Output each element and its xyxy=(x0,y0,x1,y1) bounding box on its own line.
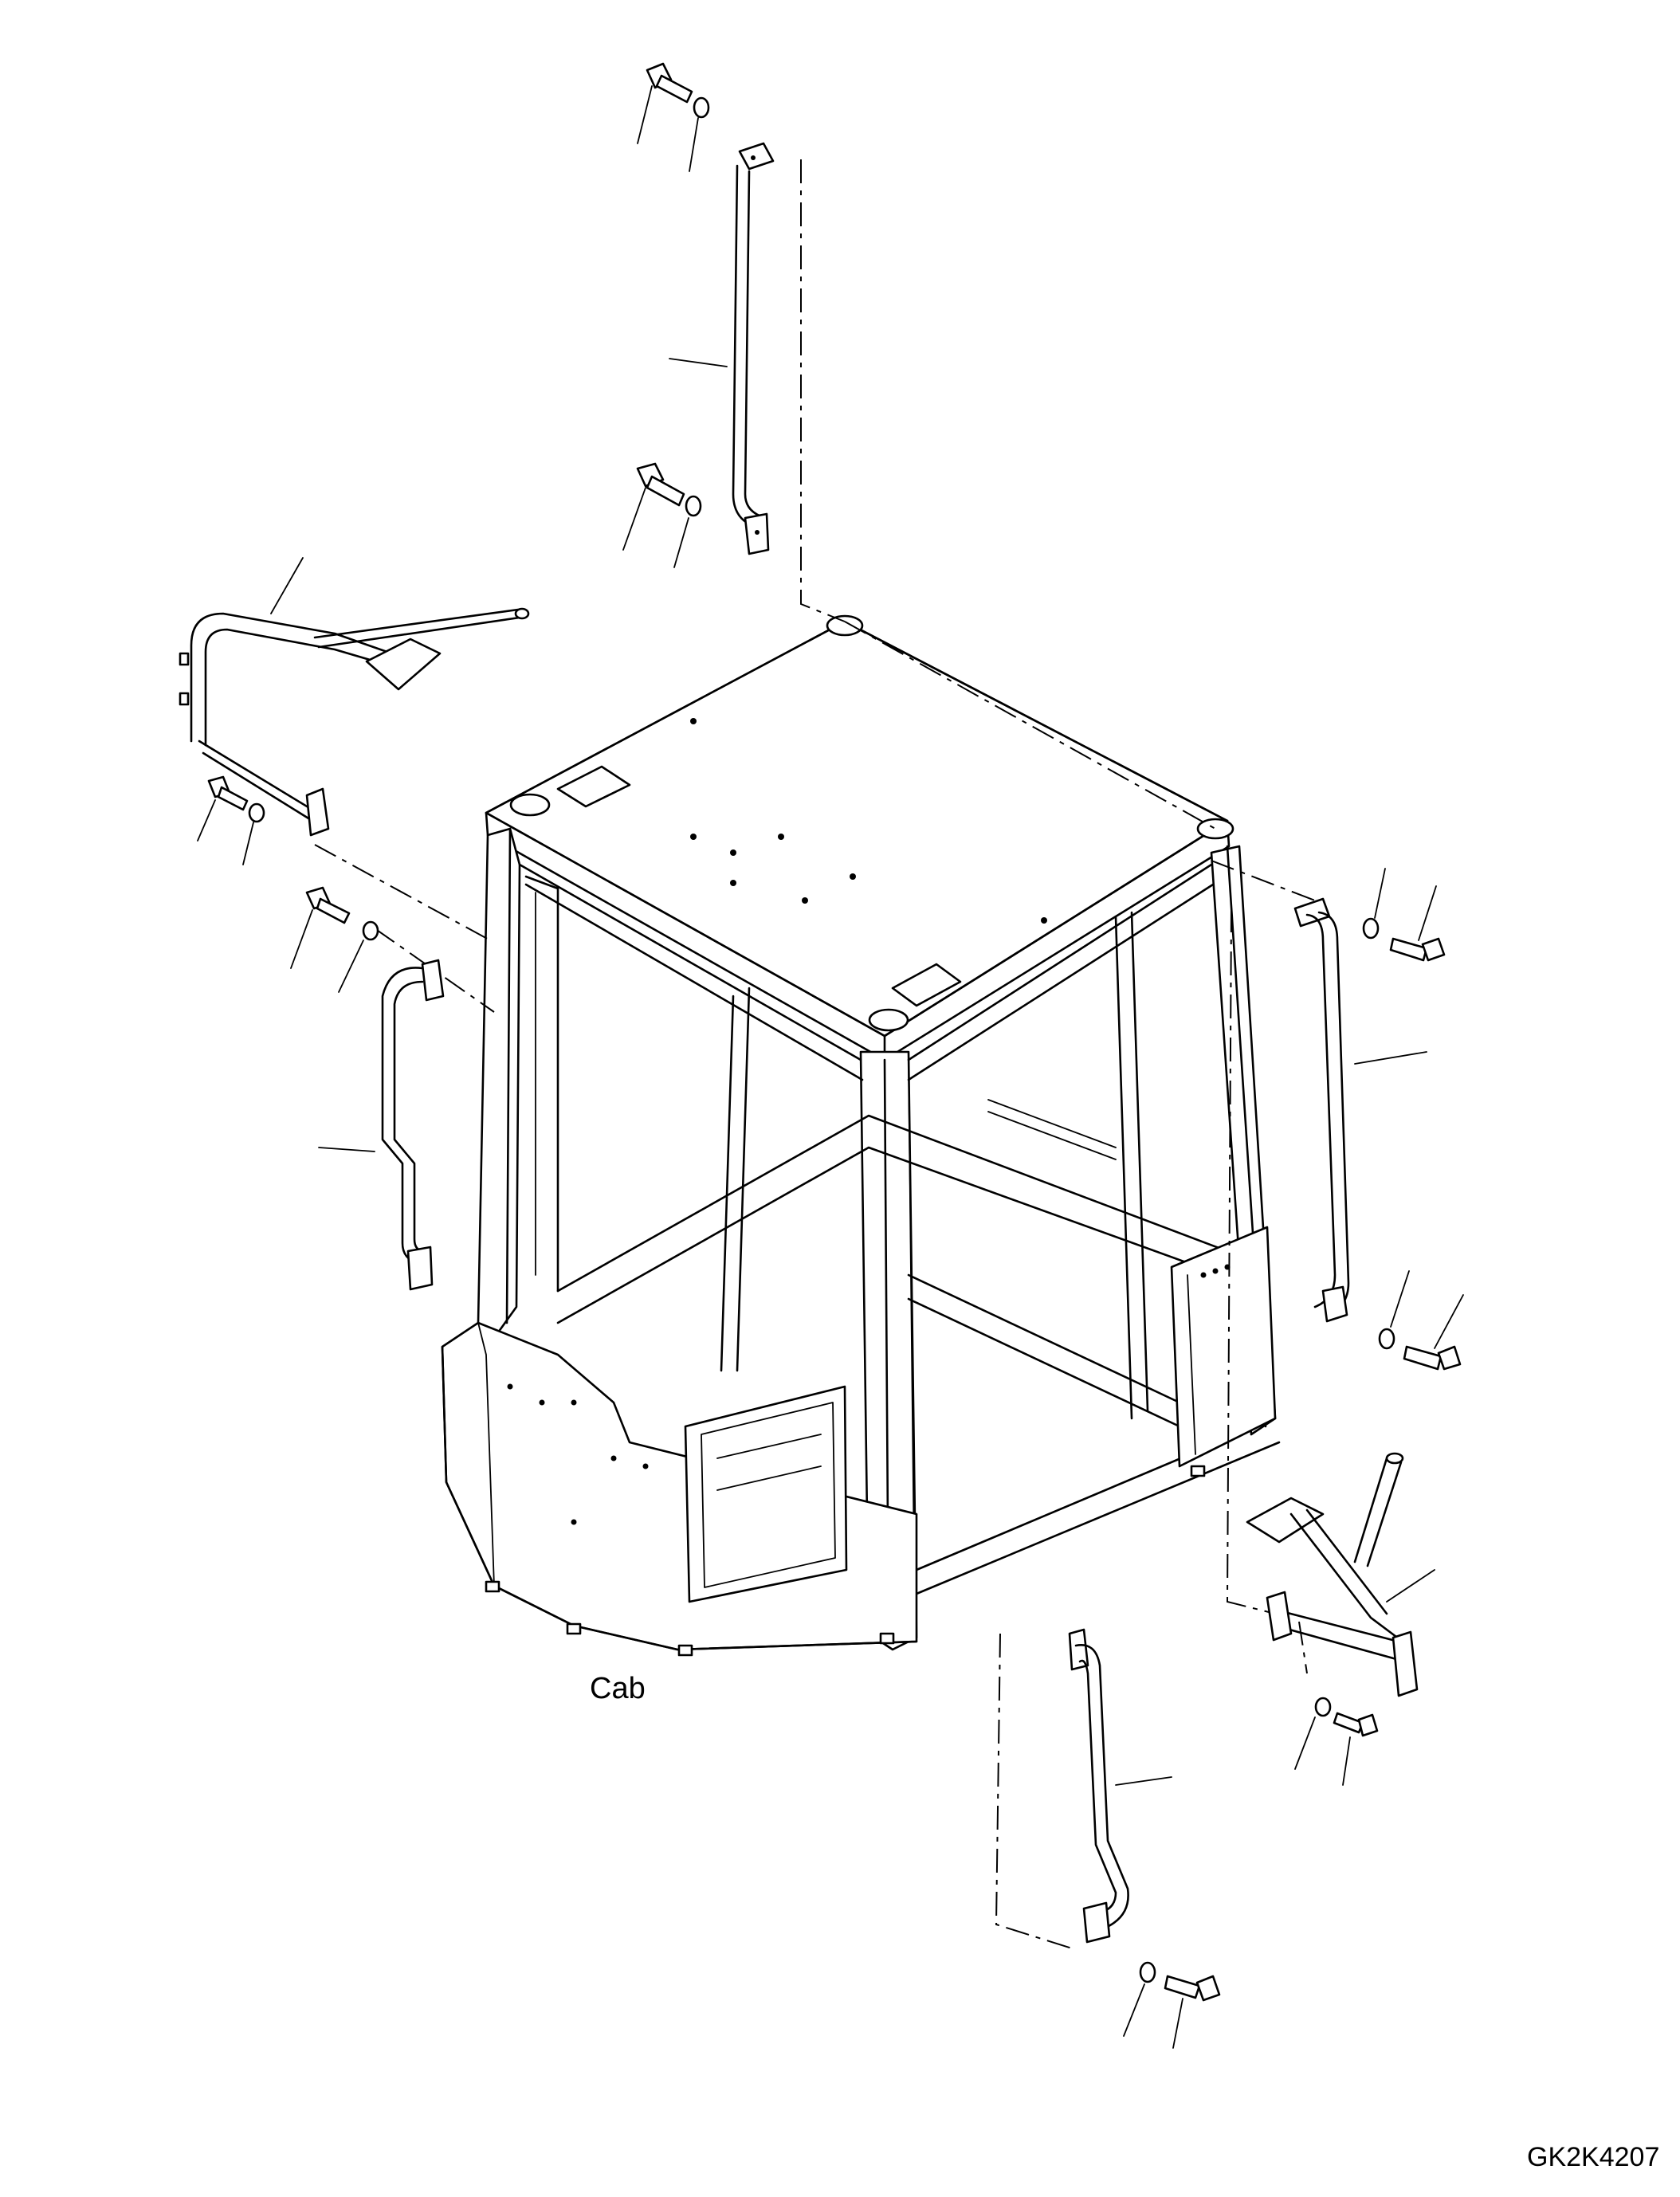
pillar-front-left xyxy=(477,827,521,1356)
washer-left-1 xyxy=(248,802,265,823)
roof-corner-cap-right xyxy=(1196,818,1234,840)
right-side-panel xyxy=(1170,1226,1277,1468)
drawing-code-label: GK2K4207 xyxy=(1527,2142,1660,2172)
console-plate xyxy=(684,1385,848,1603)
bolt-right-2 xyxy=(1403,1345,1462,1371)
bolt-top-1 xyxy=(646,62,693,104)
handrail-top-vertical xyxy=(622,62,775,568)
bolt-step xyxy=(1333,1712,1379,1737)
roof-corner-cap-front xyxy=(868,1008,909,1032)
washer-left-2 xyxy=(362,920,379,941)
step-bracket-plate xyxy=(1246,1497,1325,1544)
washer-right-1 xyxy=(1362,917,1380,940)
washer-right-2 xyxy=(1378,1328,1395,1350)
handrail-top-left-curved xyxy=(179,557,530,865)
handrail-right-step-bracket xyxy=(1246,1452,1435,1786)
bolt-right-1 xyxy=(1389,937,1446,962)
washer-top-2 xyxy=(685,495,702,517)
washer-step xyxy=(1314,1697,1332,1717)
bolt-left-1 xyxy=(207,775,249,811)
handrail-right-vertical xyxy=(1293,868,1464,1371)
bolt-left-2 xyxy=(305,886,351,924)
roof-corner-cap-rear xyxy=(826,614,864,637)
roof-corner-cap-left xyxy=(509,793,551,817)
handrail-bottom-vertical xyxy=(1068,1628,1221,2049)
mounting-centerlines xyxy=(314,159,1316,1949)
bracket-plate-top-left xyxy=(365,638,442,691)
bolt-top-2 xyxy=(636,462,685,507)
cab-roof xyxy=(485,620,1229,1038)
handrail-left-vertical xyxy=(290,886,445,1291)
washer-bottom xyxy=(1139,1961,1156,1983)
bolt-bottom xyxy=(1164,1975,1221,2002)
cab-frame xyxy=(441,614,1281,1657)
roof-holes xyxy=(690,718,1047,924)
body-detail-holes xyxy=(507,1264,1231,1525)
washer-top-1 xyxy=(693,96,710,119)
cab-label: Cab xyxy=(590,1672,646,1705)
